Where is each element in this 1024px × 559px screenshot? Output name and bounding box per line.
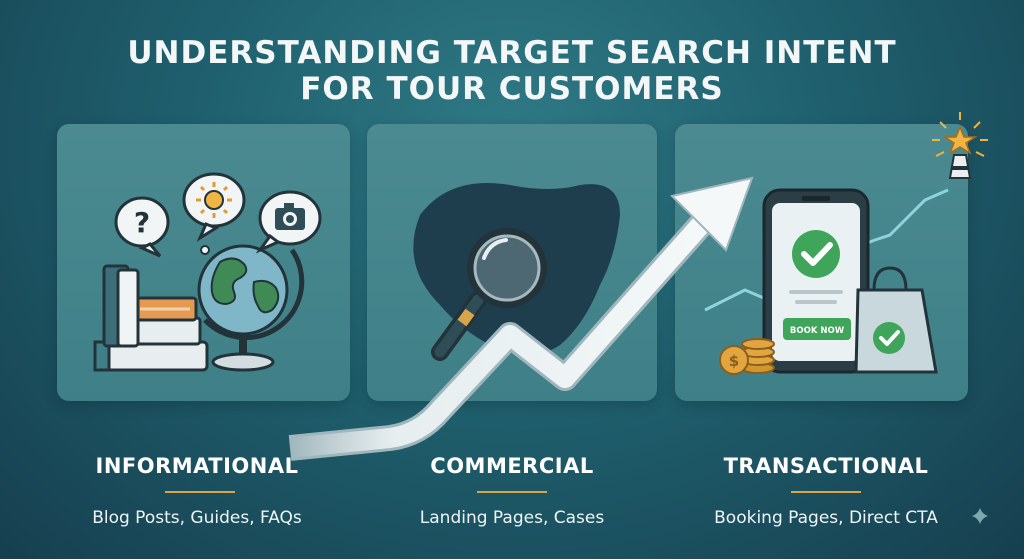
commercial-label: COMMERCIAL (430, 454, 594, 478)
informational-description: Blog Posts, Guides, FAQs (92, 508, 302, 528)
question-bubble-icon: ? (114, 196, 170, 258)
svg-text:?: ? (134, 206, 150, 239)
smartphone-icon: BOOK NOW (762, 188, 870, 374)
sun-bubble-icon (182, 172, 246, 242)
informational-label: INFORMATIONAL (95, 454, 299, 478)
page-title-line1: UNDERSTANDING TARGET SEARCH INTENT (127, 35, 897, 71)
books-icon (93, 264, 209, 372)
magnifier-icon (431, 228, 547, 361)
lighthouse-star-icon (932, 112, 988, 179)
transactional-label: TRANSACTIONAL (723, 454, 929, 478)
sparkle-icon (972, 508, 988, 524)
globe-icon (197, 244, 305, 372)
svg-text:$: $ (729, 352, 739, 370)
book-now-button-label: BOOK NOW (790, 326, 845, 336)
page-title-line2: FOR TOUR CUSTOMERS (300, 71, 724, 107)
growth-arrow-icon (288, 176, 754, 461)
transactional-description: Booking Pages, Direct CTA (714, 508, 938, 528)
commercial-rule (477, 491, 547, 493)
camera-bubble-icon (255, 190, 322, 254)
coins-icon: $ (719, 338, 775, 375)
commercial-description: Landing Pages, Cases (419, 508, 605, 528)
transactional-rule (791, 491, 861, 493)
shopping-bag-icon (854, 266, 938, 374)
informational-rule (165, 491, 235, 493)
